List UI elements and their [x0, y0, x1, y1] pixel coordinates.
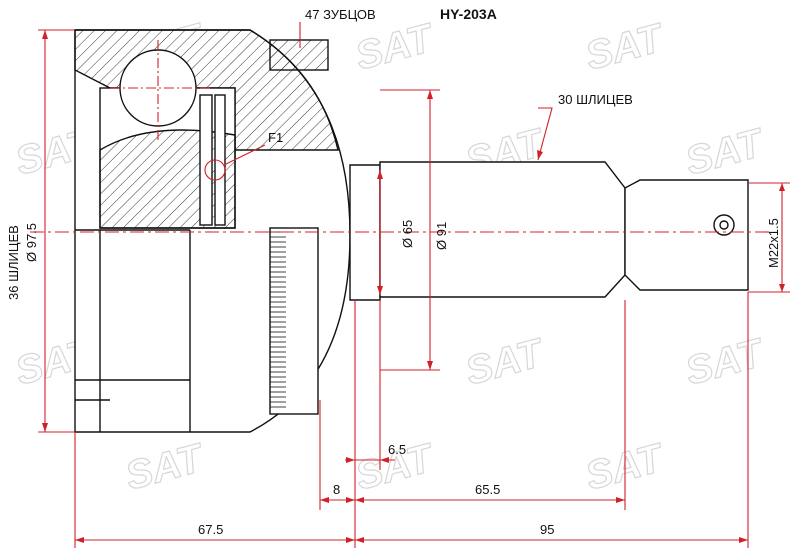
dim-8: 8	[333, 482, 340, 497]
outer-diameter-label: Ø 97.5	[24, 223, 39, 262]
diameter-91-label: Ø 91	[434, 222, 449, 250]
dim-95: 95	[540, 522, 554, 537]
thread-label: M22x1.5	[766, 218, 781, 268]
teeth-count-label: 47 ЗУБЦОВ	[305, 7, 376, 22]
watermark-text: SAT	[581, 435, 670, 498]
cv-housing	[74, 29, 351, 433]
dim-67-5: 67.5	[198, 522, 223, 537]
watermark-text: SAT	[351, 15, 440, 78]
watermark-text: SAT	[581, 15, 670, 78]
dim-6-5: 6.5	[388, 442, 406, 457]
diameter-65-label: Ø 65	[400, 220, 415, 248]
f1-label: F1	[268, 130, 283, 145]
watermark-text: SAT	[461, 330, 550, 393]
watermark-text: SAT	[681, 330, 770, 393]
outer-splines-label: 30 ШЛИЦЕВ	[558, 92, 633, 107]
inner-splines-label: 36 ШЛИЦЕВ	[6, 225, 21, 300]
abs-ring-teeth	[270, 231, 286, 408]
dimension-lines	[30, 22, 790, 548]
watermark-text: SAT	[681, 120, 770, 183]
watermark-text: SAT	[121, 435, 210, 498]
part-code: HY-203A	[440, 6, 497, 22]
dimension-arrows	[42, 30, 785, 543]
dim-65-5: 65.5	[475, 482, 500, 497]
